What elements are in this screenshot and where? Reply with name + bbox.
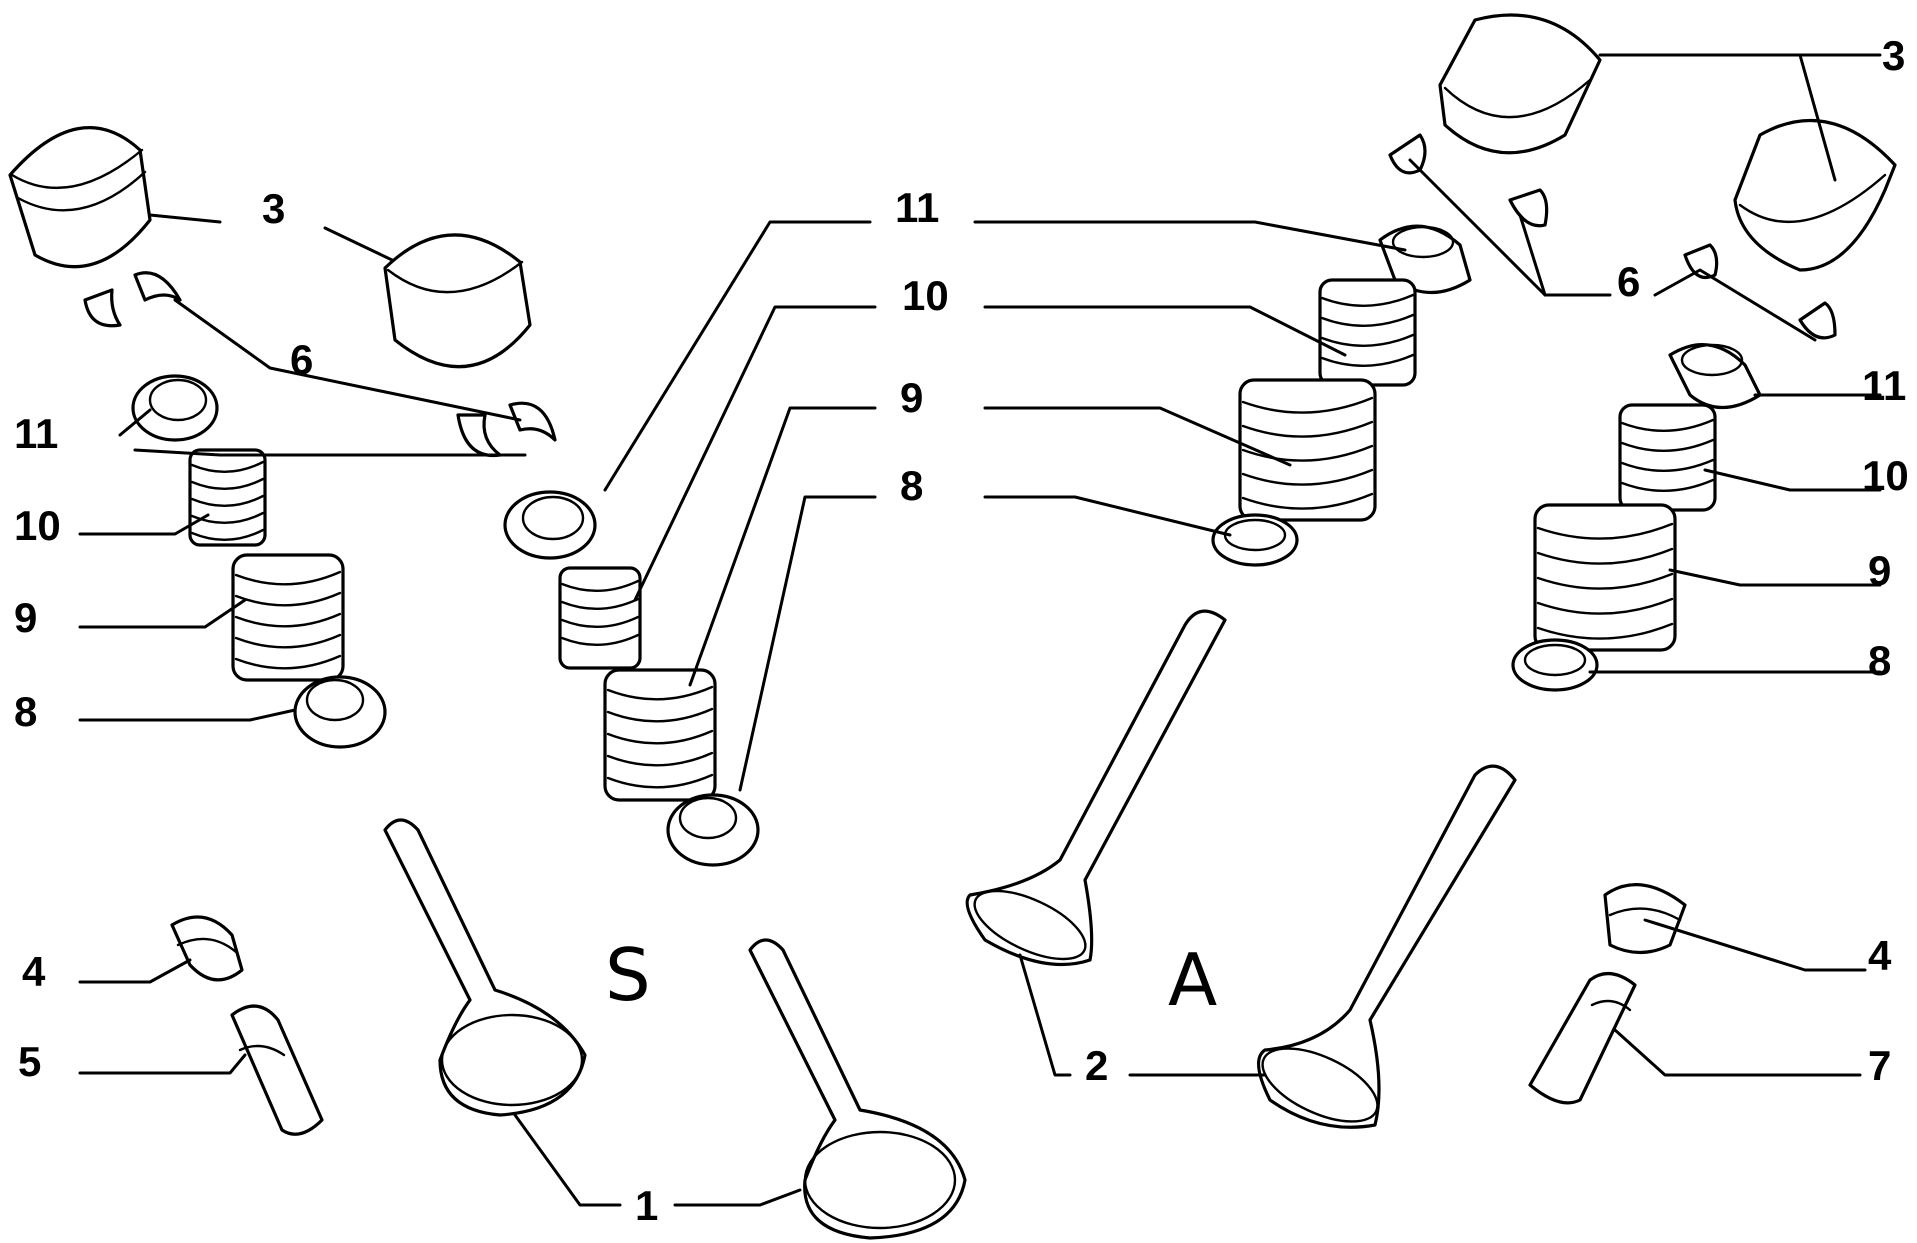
callout-9-center: 9	[900, 374, 923, 421]
tappet-bucket-left-b	[383, 233, 532, 369]
valve-cotters-right-a	[1388, 133, 1549, 228]
callout-4-left: 4	[22, 948, 46, 995]
callout-5-left: 5	[18, 1038, 41, 1085]
valve-cotters-left-a	[83, 271, 182, 328]
callout-7-right: 7	[1868, 1042, 1891, 1089]
valve-guide-right	[1528, 972, 1637, 1105]
spring-seat-right-upper	[1211, 513, 1299, 567]
outer-valve-spring-right-upper	[1238, 378, 1377, 522]
callout-11-center: 11	[895, 184, 939, 231]
valve-guide-left	[230, 1004, 324, 1136]
spring-seat-left	[293, 675, 387, 749]
callout-6-left: 6	[290, 336, 313, 383]
inner-valve-spring-center	[558, 566, 642, 670]
callout-2: 2	[1085, 1042, 1108, 1089]
callout-8-left: 8	[14, 688, 37, 735]
callout-8-right: 8	[1868, 637, 1891, 684]
outer-valve-spring-left	[231, 553, 345, 682]
callout-labels: 3 6 11 10 9 8 4 5 1 11 10 9 8 3 6 11 10 …	[14, 32, 1909, 1229]
callout-8-center: 8	[900, 462, 923, 509]
callout-3-right: 3	[1882, 32, 1905, 79]
callout-1: 1	[635, 1182, 658, 1229]
intake-valve-a	[383, 818, 587, 1117]
tappet-bucket-right-a	[1438, 13, 1602, 155]
valve-cotters-left-b	[456, 401, 557, 458]
outer-valve-spring-right-lower	[1533, 503, 1677, 652]
exhaust-group-label: A	[1168, 938, 1217, 1022]
callout-11-right: 11	[1862, 362, 1906, 409]
spring-seat-right-lower	[1511, 638, 1599, 692]
spring-retainer-center	[503, 490, 597, 560]
outer-valve-spring-center	[603, 668, 717, 802]
tappet-bucket-left-a	[8, 126, 152, 269]
callout-3-left: 3	[262, 185, 285, 232]
inner-valve-spring-right-lower	[1618, 403, 1717, 512]
intake-valve-b	[748, 938, 967, 1240]
callout-4-right: 4	[1868, 932, 1892, 979]
callout-11-left: 11	[14, 410, 58, 457]
callout-9-right: 9	[1868, 547, 1891, 594]
spring-retainer-right-lower	[1668, 343, 1762, 409]
intake-group-label: S	[605, 933, 651, 1017]
leader-lines	[78, 53, 1882, 1207]
tappet-bucket-right-b	[1733, 118, 1897, 272]
callout-10-right: 10	[1862, 452, 1909, 499]
spring-seat-center	[666, 793, 760, 867]
exhaust-valve-b	[1257, 764, 1517, 1129]
callout-10-center: 10	[902, 272, 949, 319]
callout-6-right: 6	[1617, 258, 1640, 305]
valve-stem-seal-left	[170, 915, 244, 982]
callout-10-left: 10	[14, 502, 61, 549]
spring-retainer-left	[131, 374, 219, 442]
callout-9-left: 9	[14, 594, 37, 641]
exhaust-valve-a	[965, 609, 1227, 967]
valve-cotters-right-b	[1683, 243, 1837, 340]
inner-valve-spring-left	[188, 448, 267, 547]
inner-valve-spring-right-upper	[1318, 278, 1417, 387]
